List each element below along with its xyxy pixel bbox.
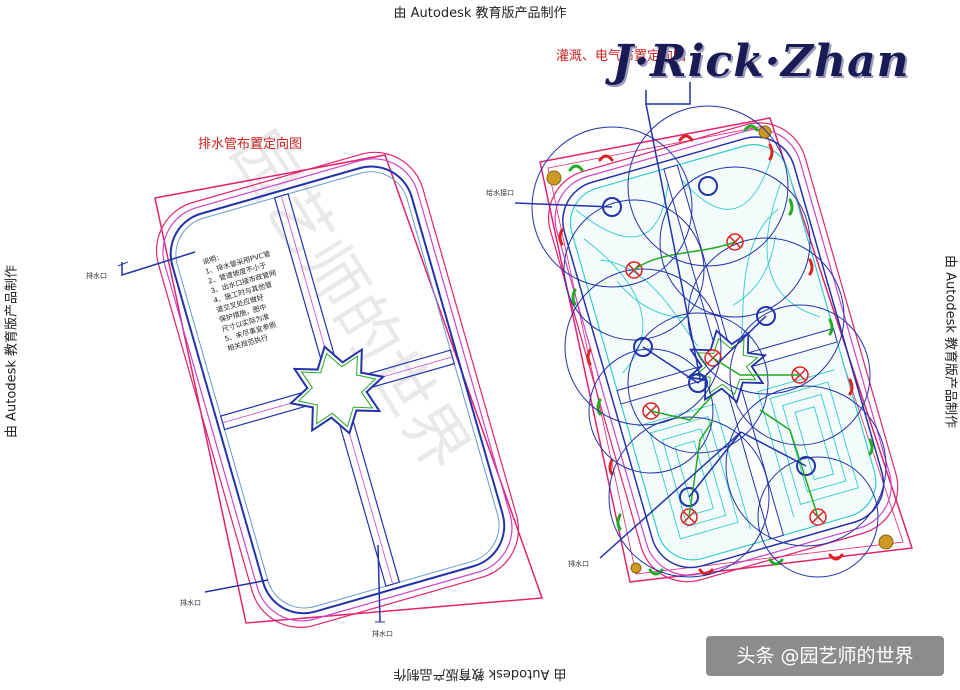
corner-shrub-2 [759,126,771,138]
left-plan-title: 排水管布置定向图 [198,133,302,152]
corner-shrub-4 [631,563,641,573]
left-drain-line-3 [378,545,380,622]
right-plan [515,82,912,593]
watermark-left: 由 Autodesk 教育版产品制作 [1,262,20,442]
corner-shrub-1 [547,171,561,185]
footer-source: 头条 @园艺师的世界 [706,636,944,676]
author-signature: J·Rick·Zhan [612,36,910,87]
left-outlet-label-3: 排水口 [372,629,393,638]
corner-shrub-3 [879,535,893,549]
left-outlet-label-1: 排水口 [86,271,107,280]
left-drain-line-1 [122,252,195,275]
watermark-top: 由 Autodesk 教育版产品制作 [0,2,960,21]
right-outlet-label: 排水口 [568,559,589,568]
right-garden-bed [537,111,909,593]
right-water-source-label: 给水接口 [486,188,514,197]
watermark-right: 由 Autodesk 教育版产品制作 [943,252,960,432]
left-outlet-label-2: 排水口 [180,598,201,607]
